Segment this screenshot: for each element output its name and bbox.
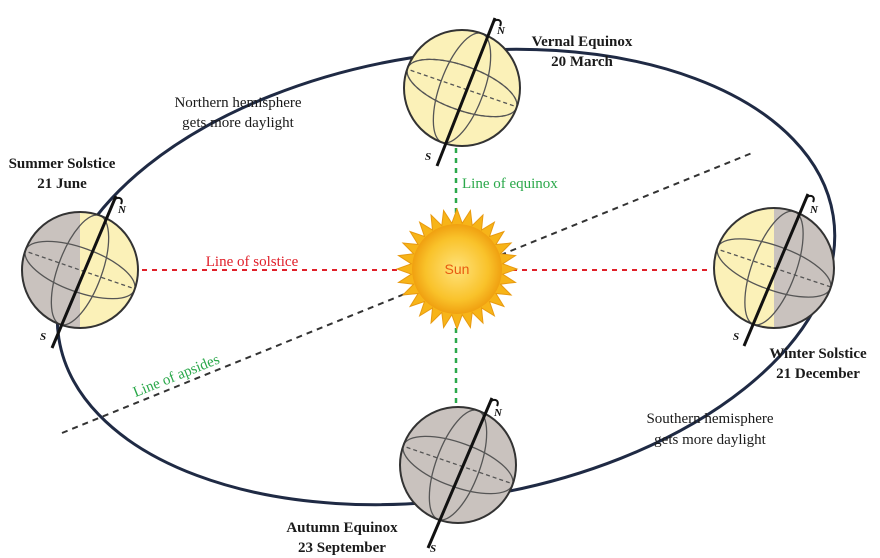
vernal-equinox-title: Vernal Equinox <box>532 34 633 50</box>
globe-summer-solstice: N S <box>21 195 139 349</box>
globe-winter-solstice: N S <box>713 193 835 347</box>
autumn-equinox-title: Autumn Equinox <box>286 520 398 536</box>
north-pole-arrow-icon <box>489 398 499 407</box>
north-daylight-note-line2: gets more daylight <box>182 115 294 131</box>
summer-solstice-title: Summer Solstice <box>9 156 116 172</box>
north-pole-label: N <box>809 204 819 216</box>
north-pole-arrow-icon <box>805 194 815 203</box>
earth-axis <box>435 17 497 167</box>
vernal-equinox-date: 20 March <box>551 54 613 70</box>
line-of-apsides-label: Line of apsides <box>131 352 222 401</box>
south-pole-label: S <box>430 543 436 555</box>
winter-solstice-date: 21 December <box>776 366 860 382</box>
north-pole-arrow-icon <box>113 196 123 205</box>
autumn-equinox-date: 23 September <box>298 540 386 556</box>
earth-axis <box>742 193 810 347</box>
globe-vernal-equinox: N S <box>403 17 521 167</box>
line-of-apsides <box>61 152 753 434</box>
sun-label: Sun <box>445 261 470 277</box>
south-daylight-note-line1: Southern hemisphere <box>646 411 773 427</box>
north-pole-label: N <box>117 204 127 216</box>
north-pole-label: N <box>493 407 503 419</box>
south-pole-label: S <box>40 331 46 343</box>
south-daylight-note-line2: gets more daylight <box>654 432 766 448</box>
earth-axis <box>426 397 494 549</box>
sun: Sun <box>395 207 519 331</box>
winter-solstice-title: Winter Solstice <box>769 346 867 362</box>
north-pole-arrow-icon <box>492 18 502 27</box>
sun-disc <box>412 224 502 314</box>
south-pole-label: S <box>425 151 431 163</box>
north-pole-label: N <box>496 25 506 37</box>
summer-solstice-date: 21 June <box>37 176 87 192</box>
south-pole-label: S <box>733 331 739 343</box>
earth-axis <box>50 195 118 349</box>
globe-autumn-equinox: N S <box>399 397 517 555</box>
line-of-solstice-label: Line of solstice <box>206 254 299 270</box>
north-daylight-note-line1: Northern hemisphere <box>174 95 301 111</box>
line-of-equinox-label: Line of equinox <box>462 176 558 192</box>
